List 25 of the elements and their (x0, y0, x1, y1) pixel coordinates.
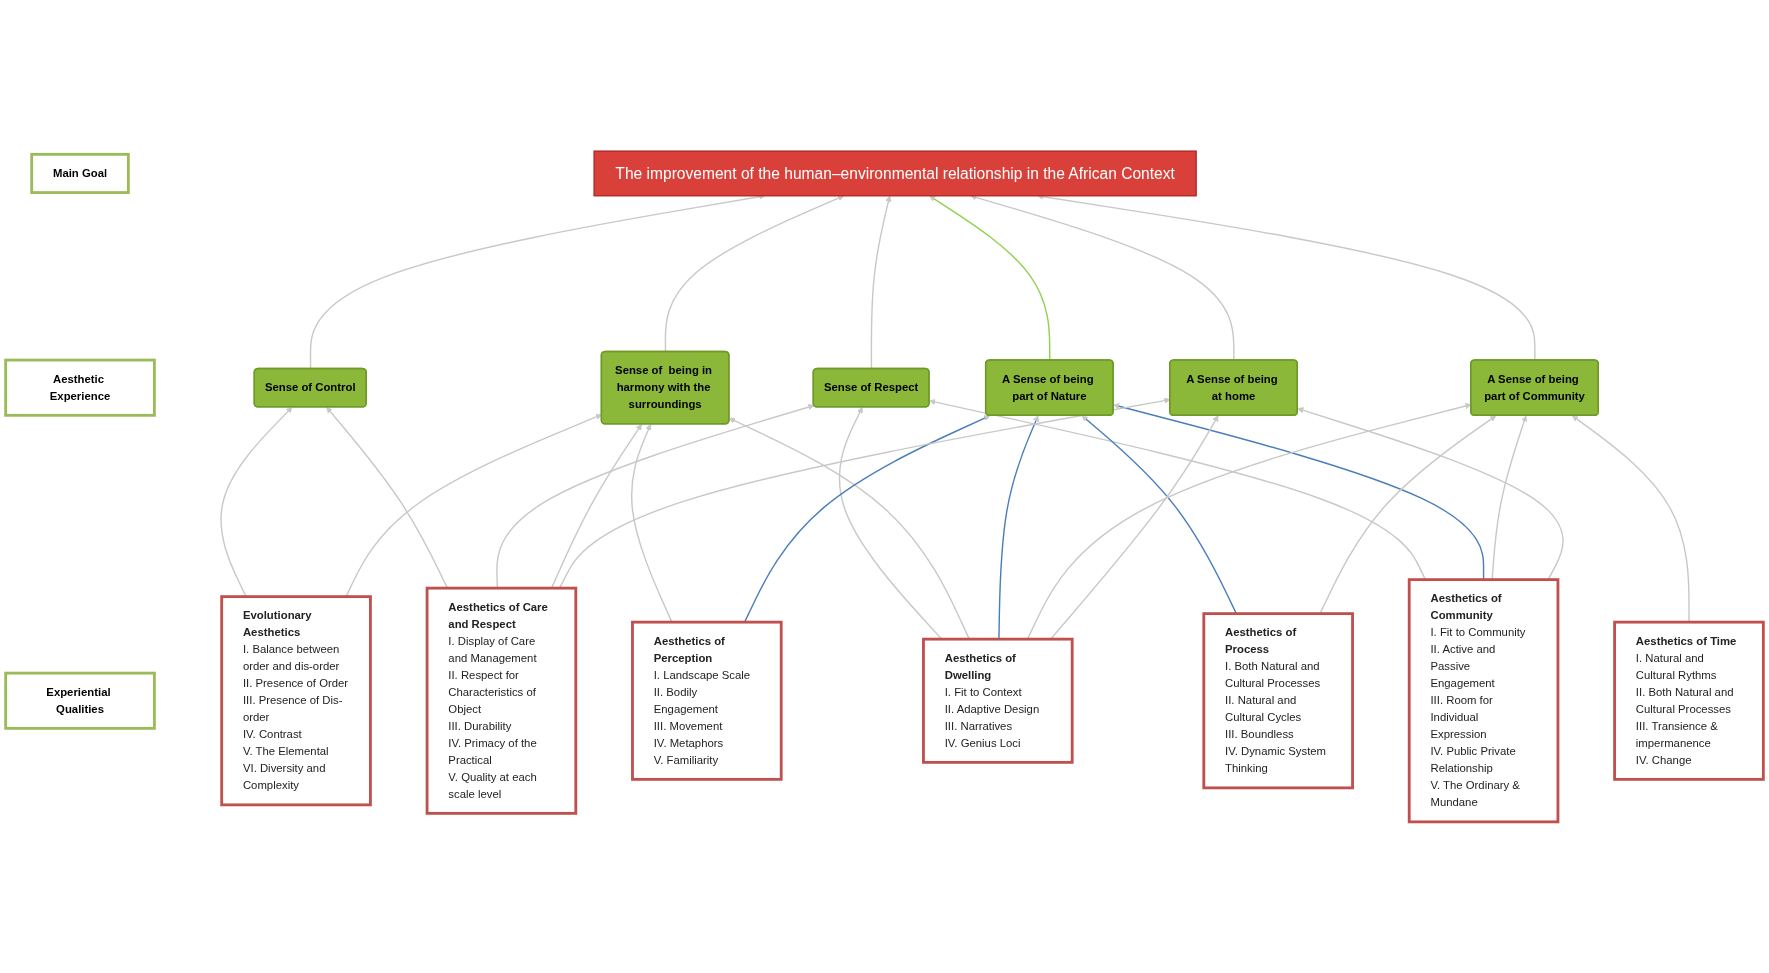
arrow (630, 423, 673, 623)
arrow (838, 406, 943, 640)
node-box: Aesthetics of Dwelling I. Fit to Context II. Adaptive Design III. Narratives IV. Genius Loci (922, 637, 1074, 764)
node-box: Main Goal (30, 152, 130, 194)
node-box: Aesthetic Experience (4, 358, 156, 417)
arrow (1572, 415, 1690, 623)
arrow (929, 195, 1051, 362)
arrow (998, 415, 1039, 640)
arrow (743, 415, 991, 623)
node-box: Aesthetics of Process I. Both Natural and Cultural Processes II. Natural and Cultural Cycles III. Boundless IV. Dynamic System Thinking (1202, 612, 1354, 790)
node-box: Experiential Qualities (4, 671, 156, 730)
node-box: Aesthetics of Time I. Natural and Cultural Rythms II. Both Natural and Cultural Processes III. Transience & impermanence IV. Change (1613, 620, 1765, 781)
arrow (664, 195, 845, 353)
node-box: Evolutionary Aesthetics I. Balance between order and dis-order II. Presence of Order III. Presence of Dis-order IV. Contrast V. The Elemental VI. Diversity and Complexity (220, 595, 372, 807)
arrow (870, 195, 892, 370)
arrow (550, 423, 642, 589)
arrow (728, 417, 970, 640)
node-box: Aesthetics of Perception I. Landscape Scale II. Bodily Engagement III. Movement IV. Metaphors V. Familiarity (631, 620, 783, 781)
arrow (970, 194, 1235, 362)
arrow (1049, 415, 1219, 640)
arrow (496, 404, 815, 589)
node-box: Aesthetics of Care and Respect I. Display of Care and Management II. Respect for Characteristics of Object III. Durability IV. Primacy of the Practical V. Quality at each scale level (425, 586, 578, 815)
node-box: The improvement of the human–environmental relationship in the African Context (593, 150, 1197, 197)
node-box: Aesthetics of Community I. Fit to Community II. Active and Passive Engagement III. Room for Individual Expression IV. Public Private Relationship V. The Ordinary & Mundane (1407, 578, 1560, 824)
arrow (326, 406, 449, 589)
